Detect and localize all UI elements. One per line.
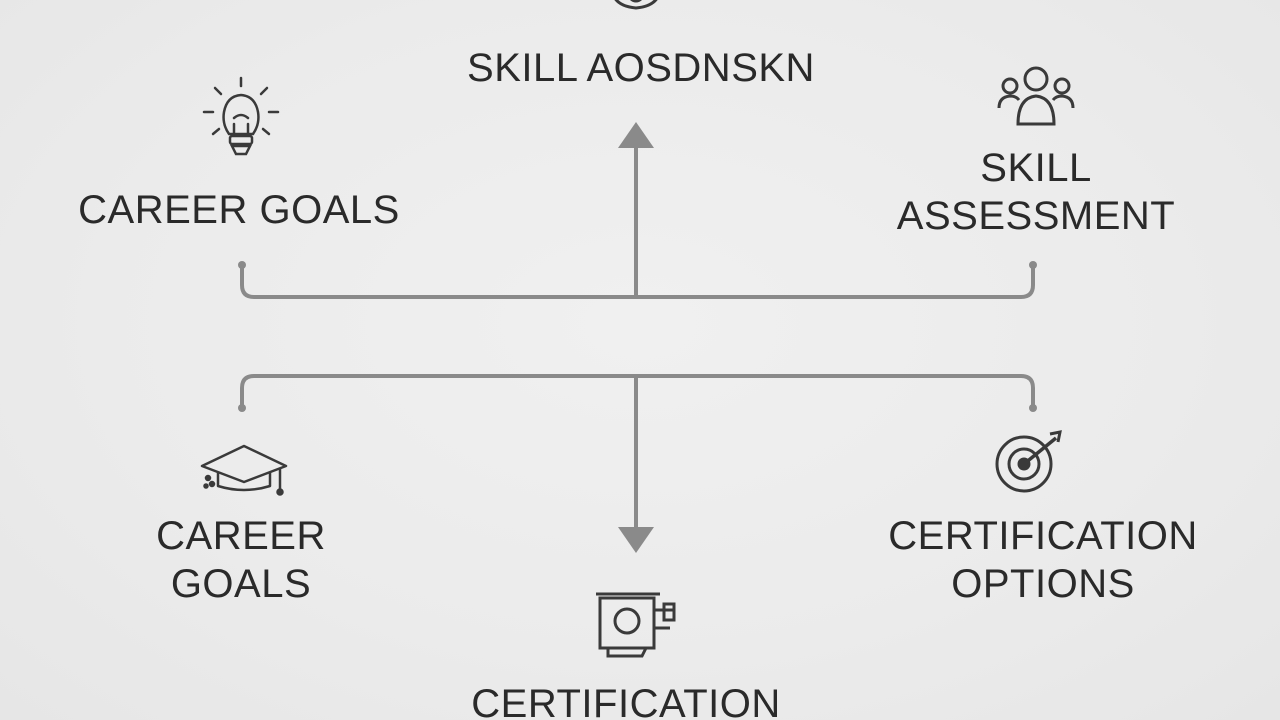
certificate-icon: [594, 590, 680, 662]
lightbulb-icon: [202, 76, 280, 160]
node-label-bottom-center: CERTIFICATION: [471, 680, 780, 720]
node-label-bottom-left: CAREER GOALS: [156, 512, 326, 608]
lower-right-dot: [1029, 404, 1037, 412]
target-icon: [994, 430, 1066, 496]
down-arrowhead: [618, 527, 654, 553]
node-label-line: SKILL: [980, 146, 1092, 190]
node-label-line: GOALS: [170, 562, 312, 606]
upper-left-dot: [238, 261, 246, 269]
node-label-top-left: CAREER GOALS: [78, 186, 400, 234]
node-label-line: OPTIONS: [951, 562, 1135, 606]
node-label-line: ASSESSMENT: [896, 194, 1176, 238]
node-label-line: CAREER GOALS: [78, 188, 400, 232]
up-arrowhead: [618, 122, 654, 148]
node-label-line: SKILL AOSDNSKN: [467, 46, 815, 90]
node-label-top-center: SKILL AOSDNSKN: [467, 44, 815, 92]
node-label-bottom-right: CERTIFICATION OPTIONS: [888, 512, 1197, 608]
upper-right-dot: [1029, 261, 1037, 269]
lower-left-dot: [238, 404, 246, 412]
people-group-icon: [996, 66, 1076, 128]
node-label-line: CERTIFICATION: [888, 514, 1198, 558]
node-label-line: CAREER: [156, 514, 326, 558]
node-label-top-right: SKILL ASSESSMENT: [897, 144, 1175, 240]
gear-icon: [606, 0, 666, 22]
node-label-line: CERTIFICATION: [471, 682, 781, 720]
graduation-cap-icon: [198, 440, 290, 496]
